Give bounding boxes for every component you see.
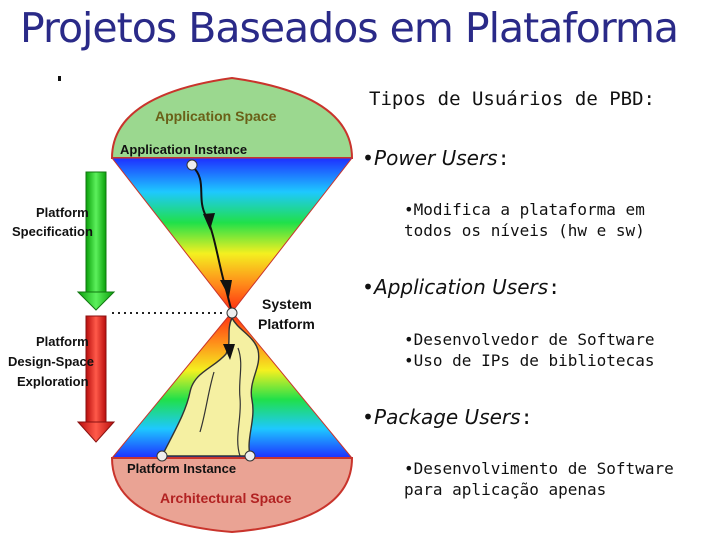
colon: :: [497, 146, 510, 170]
application-users-line-1: •Desenvolvedor de Software: [404, 330, 655, 349]
path-arrowhead: [203, 213, 215, 230]
power-users-item: •Power Users:: [362, 146, 510, 170]
package-users-line-2: para aplicação apenas: [404, 480, 607, 499]
platform-instance-point: [244, 450, 256, 462]
power-users-description: •Modifica a plataforma em todos os nívei…: [404, 199, 645, 241]
application-instance-label: Application Instance: [120, 142, 247, 157]
bullet: •: [362, 405, 375, 429]
architectural-space-cap: [110, 457, 354, 534]
application-space-cone: [110, 157, 354, 313]
system-platform-label-1: System: [262, 296, 312, 312]
application-users-item: •Application Users:: [362, 275, 560, 299]
specification-arrow-head: [76, 291, 116, 311]
application-instance-path: [191, 165, 233, 313]
application-users-label: Application Users: [374, 275, 549, 299]
package-users-label: Package Users: [374, 405, 521, 429]
bullet: •: [362, 146, 375, 170]
platform-specification-label-2: Specification: [12, 224, 93, 239]
user-types-heading: Tipos de Usuários de PBD:: [369, 88, 655, 110]
application-space-label: Application Space: [155, 108, 277, 124]
architectural-space-label: Architectural Space: [160, 490, 292, 506]
colon: :: [520, 405, 533, 429]
package-users-description: •Desenvolvimento de Software para aplica…: [404, 458, 674, 500]
path-arrowhead: [223, 344, 235, 360]
application-space-cap: [110, 76, 354, 159]
application-users-line-2: •Uso de IPs de bibliotecas: [404, 351, 655, 370]
application-users-description: •Desenvolvedor de Software •Uso de IPs d…: [404, 329, 654, 371]
system-platform-label-2: Platform: [258, 316, 315, 332]
exploration-arrow-head: [76, 421, 116, 443]
bullet: •: [362, 275, 375, 299]
exploration-arrow-shaft: [85, 315, 107, 425]
platform-instance-point: [156, 450, 168, 462]
design-space-label-3: Exploration: [17, 374, 89, 389]
power-users-line-2: todos os níveis (hw e sw): [404, 221, 645, 240]
power-users-label: Power Users: [374, 146, 498, 170]
design-space-label-2: Design-Space: [8, 354, 94, 369]
colon: :: [548, 275, 561, 299]
title-mark: [58, 76, 61, 81]
power-users-line-1: •Modifica a plataforma em: [404, 200, 645, 219]
package-users-line-1: •Desenvolvimento de Software: [404, 459, 674, 478]
slide-title: Projetos Baseados em Plataforma: [20, 4, 679, 52]
platform-specification-label-1: Platform: [36, 205, 89, 220]
system-platform-point: [226, 307, 238, 319]
application-instance-point: [186, 159, 198, 171]
platform-instance-label: Platform Instance: [127, 461, 236, 476]
package-users-item: •Package Users:: [362, 405, 533, 429]
design-space-label-1: Platform: [36, 334, 89, 349]
path-arrowhead: [220, 280, 232, 297]
